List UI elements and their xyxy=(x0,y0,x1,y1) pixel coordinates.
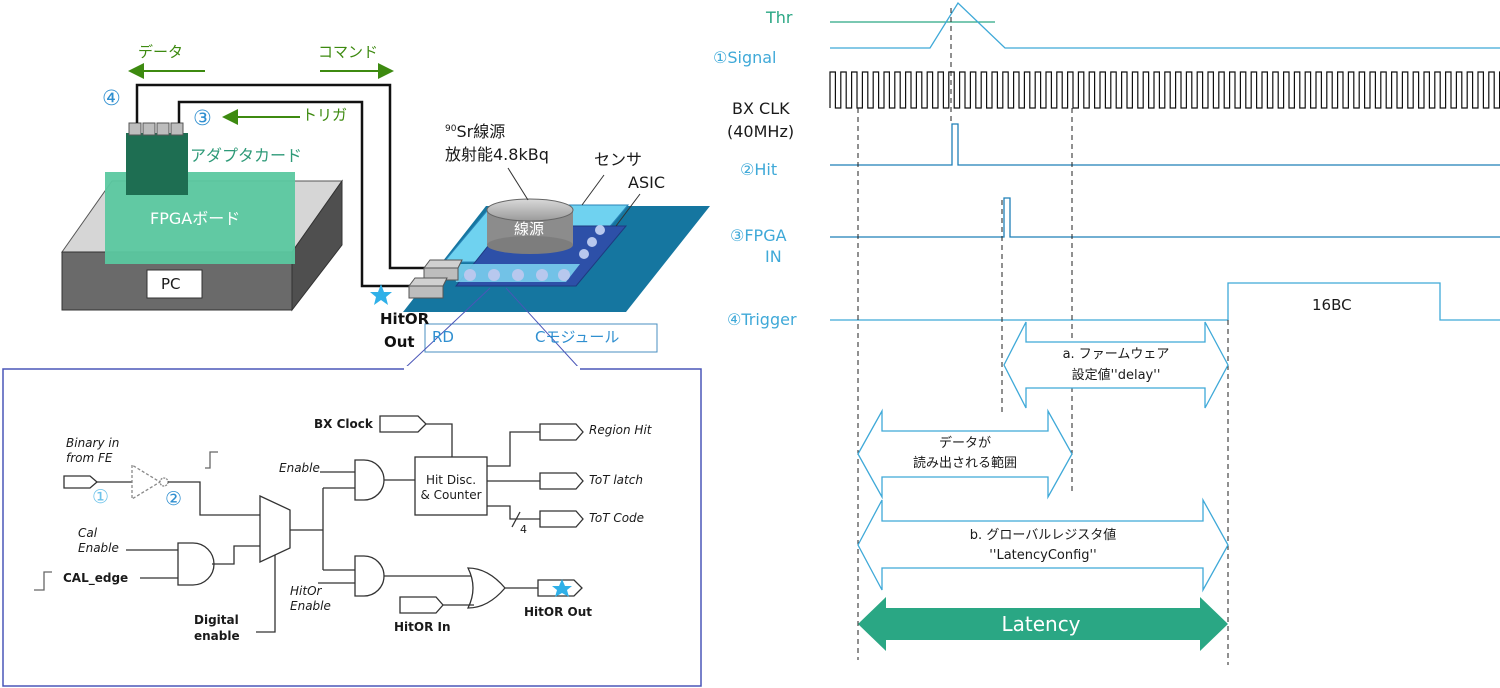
source-activity-label: 放射能4.8kBq xyxy=(445,145,549,164)
fpga-in-trace xyxy=(830,197,1500,238)
circuit-frame xyxy=(2,368,702,687)
sensor-label: センサ xyxy=(594,150,643,169)
trigger-label-timing: ④Trigger xyxy=(727,310,797,329)
module-label-left: RD xyxy=(432,328,454,346)
hitor-star-icon xyxy=(370,284,392,305)
cable-data xyxy=(135,83,430,270)
hitor-and-gate xyxy=(354,555,385,597)
tot-latch-label: ToT latch xyxy=(589,473,643,487)
binary-in-label: Binary in xyxy=(66,436,120,450)
radiation-source xyxy=(486,198,574,254)
binary-in-port xyxy=(63,475,98,489)
cable-trigger xyxy=(177,100,415,288)
tot-code-label: ToT Code xyxy=(589,511,645,525)
source-leader xyxy=(507,167,529,201)
bxclk-label-1: BX CLK xyxy=(732,99,790,118)
hitor-or-gate xyxy=(466,567,506,609)
trigger-width-label: 16BC xyxy=(1312,296,1352,314)
tot-latch-port xyxy=(539,472,584,490)
trigger-label: トリガ xyxy=(302,106,348,124)
bx-clock-port xyxy=(379,415,427,433)
signal-label: ①Signal xyxy=(713,48,777,67)
module-label-box xyxy=(424,323,658,353)
enable-label: Enable xyxy=(279,461,320,475)
input-mux xyxy=(259,494,291,564)
num4-label: ④ xyxy=(102,86,121,110)
hitor-enable-label-2: Enable xyxy=(290,599,331,613)
thr-label: Thr xyxy=(766,8,793,27)
hit-label: ②Hit xyxy=(740,160,778,179)
module-connectors xyxy=(408,259,463,299)
hit-trace xyxy=(830,123,1500,166)
num2-label: ② xyxy=(165,488,183,510)
region-hit-label: Region Hit xyxy=(589,423,652,437)
cal-label: Cal xyxy=(78,526,98,540)
pc-label: PC xyxy=(161,275,181,293)
asic-leader xyxy=(615,193,641,227)
fpga-board-label: FPGAボード xyxy=(150,209,241,228)
hitor-out-star-icon xyxy=(552,579,572,597)
cal-edge-label: CAL_edge xyxy=(63,571,129,585)
adapter-card xyxy=(126,133,188,195)
fpga-in-label-1: ③FPGA xyxy=(730,226,787,245)
source-body-label: 線源 xyxy=(514,220,545,238)
num3-label: ③ xyxy=(193,106,212,130)
num1-label: ① xyxy=(92,486,110,508)
hit-disc-counter-box xyxy=(414,456,488,516)
zoom-line-right xyxy=(505,287,581,370)
fe-buffer xyxy=(131,463,162,501)
signal-trace xyxy=(830,1,1500,49)
bx-clock-trace xyxy=(829,71,1500,109)
hitor-in-label: HitOR In xyxy=(394,620,451,634)
module-label-right: Cモジュール xyxy=(535,328,620,346)
trigger-trace xyxy=(830,282,1500,321)
fpga-in-label-2: IN xyxy=(765,247,782,266)
digital-enable-label: enable xyxy=(194,629,240,643)
latency-config-arrow xyxy=(857,497,1229,593)
hitor-out-label-2: Out xyxy=(384,333,415,351)
data-label: データ xyxy=(138,43,184,61)
hitor-enable-label-1: HitOr xyxy=(290,584,322,598)
zoom-line-left xyxy=(403,287,491,370)
delay-arrow xyxy=(1003,321,1229,409)
digital-label: Digital xyxy=(194,613,239,627)
bus-width-label: 4 xyxy=(520,523,527,536)
sensor-leader xyxy=(581,174,605,206)
bxclk-label-2: (40MHz) xyxy=(727,122,795,141)
enable-and-gate xyxy=(354,459,385,501)
cal-and-gate xyxy=(177,542,215,586)
cal-enable-label: Enable xyxy=(78,541,119,555)
bump-bonds xyxy=(464,225,605,281)
region-hit-port xyxy=(539,423,584,441)
from-fe-label: from FE xyxy=(66,451,113,465)
tot-code-port xyxy=(539,510,584,528)
hitor-out-circuit-label: HitOR Out xyxy=(524,605,592,619)
latency-arrow xyxy=(858,597,1228,651)
asic-label: ASIC xyxy=(628,173,665,192)
adapter-connectors xyxy=(128,122,184,136)
hitor-in-port xyxy=(399,596,444,614)
command-label: コマンド xyxy=(318,43,379,61)
readout-range-arrow xyxy=(857,408,1073,500)
hitor-out-label-1: HitOR xyxy=(380,310,430,328)
bx-clock-label: BX Clock xyxy=(314,417,373,431)
source-name-label: 90Sr線源 xyxy=(445,122,506,141)
circuit-schematic xyxy=(34,415,584,633)
timing-diagram xyxy=(829,1,1500,665)
adapter-card-label: アダプタカード xyxy=(190,146,303,165)
